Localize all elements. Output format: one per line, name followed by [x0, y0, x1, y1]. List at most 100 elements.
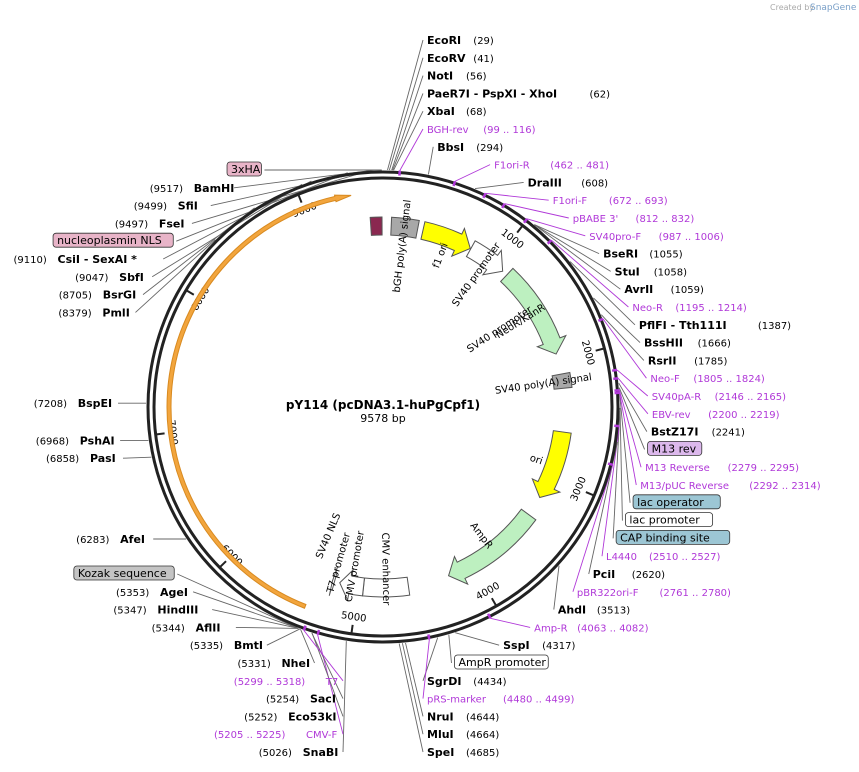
site-noti[interactable]: NotI: [427, 70, 453, 83]
primer-position-pbabe-3: (812 .. 832): [636, 214, 695, 225]
site-paer7i-pspxi-xhoi[interactable]: PaeR7I - PspXI - XhoI: [427, 87, 557, 100]
site-pmli[interactable]: PmlI: [102, 306, 129, 319]
primer-t7[interactable]: T7: [325, 677, 338, 688]
site-position-nhei: (5331): [237, 659, 270, 670]
site-afei[interactable]: AfeI: [120, 533, 145, 546]
site-sgrdi[interactable]: SgrDI: [427, 675, 461, 688]
primer-site-mark: [598, 319, 603, 321]
leader-line: [123, 457, 151, 458]
site-position-bmti: (5335): [190, 641, 223, 652]
primer-f1ori-f[interactable]: F1ori-F: [553, 196, 588, 207]
site-position-xbai: (68): [466, 107, 487, 118]
tick-mark: [156, 433, 165, 434]
site-position-bbsi: (294): [476, 143, 503, 154]
site-bstz17i[interactable]: BstZ17I: [651, 426, 699, 439]
site-bseri[interactable]: BseRI: [603, 248, 638, 261]
site-position-avrii: (1059): [671, 285, 704, 296]
primer-m13-puc-reverse[interactable]: M13/pUC Reverse: [640, 481, 729, 492]
site-aflii[interactable]: AflII: [196, 621, 221, 634]
site-pasi[interactable]: PasI: [90, 452, 116, 465]
site-sspi[interactable]: SspI: [503, 639, 529, 652]
tick-mark: [517, 226, 522, 233]
leader-line: [343, 641, 346, 752]
site-pshai[interactable]: PshAI: [80, 434, 115, 447]
site-position-sfii: (9499): [134, 202, 167, 213]
site-position-aflii: (5344): [152, 623, 185, 634]
primer-bgh-rev[interactable]: BGH-rev: [427, 125, 469, 136]
feature-ampr[interactable]: [449, 509, 536, 584]
site-position-pasi: (6858): [46, 454, 79, 465]
site-pflfi-tth111i[interactable]: PflFI - Tth111I: [639, 319, 727, 332]
primer-site-mark: [428, 635, 429, 640]
primer-position-sv40pro-f: (987 .. 1006): [659, 232, 724, 243]
site-bamhi[interactable]: BamHI: [194, 182, 235, 195]
site-position-draiii: (608): [581, 178, 608, 189]
leader-line: [312, 633, 343, 699]
site-xbai[interactable]: XbaI: [427, 105, 455, 118]
site-sbfi[interactable]: SbfI: [119, 271, 144, 284]
primer-prs-marker[interactable]: pRS-marker: [427, 695, 487, 706]
primer-f1ori-r[interactable]: F1ori-R: [494, 161, 530, 172]
site-position-bseri: (1055): [649, 250, 682, 261]
site-position-hindiii: (5347): [113, 606, 146, 617]
site-rsrii[interactable]: RsrII: [648, 354, 677, 367]
site-snabi[interactable]: SnaBI: [303, 746, 339, 759]
site-eco53ki[interactable]: Eco53kI: [288, 710, 336, 723]
site-bsrgi[interactable]: BsrGI: [103, 289, 136, 302]
site-bbsi[interactable]: BbsI: [437, 141, 464, 154]
primer-cmv-f[interactable]: CMV-F: [306, 730, 337, 741]
primer-sv40pa-r[interactable]: SV40pA-R: [652, 392, 701, 403]
site-ecori[interactable]: EcoRI: [427, 34, 461, 47]
leader-line: [212, 610, 298, 629]
primer-pbabe-3[interactable]: pBABE 3': [573, 214, 619, 225]
feature-box-label-kozak-sequence: Kozak sequence: [78, 567, 167, 580]
site-pcii[interactable]: PciI: [593, 568, 615, 581]
leader-line: [236, 627, 299, 628]
site-ahdi[interactable]: AhdI: [558, 604, 586, 617]
site-nrui[interactable]: NruI: [427, 710, 454, 723]
site-position-bsshii: (1666): [698, 339, 731, 350]
site-position-eco53ki: (5252): [244, 712, 277, 723]
primer-neo-r[interactable]: Neo-R: [632, 303, 663, 314]
site-ecorv[interactable]: EcoRV: [427, 52, 466, 65]
primer-position-m13-reverse: (2279 .. 2295): [728, 463, 800, 474]
site-position-afei: (6283): [76, 535, 109, 546]
site-saci[interactable]: SacI: [310, 693, 336, 706]
site-bmti[interactable]: BmtI: [234, 639, 263, 652]
site-draiii[interactable]: DraIII: [528, 176, 562, 189]
site-position-bstz17i: (2241): [712, 428, 745, 439]
primer-neo-f[interactable]: Neo-F: [650, 374, 680, 385]
site-stui[interactable]: StuI: [615, 265, 640, 278]
tick-mark: [220, 561, 226, 567]
site-nhei[interactable]: NheI: [281, 657, 310, 670]
feature-label-sv40-poly-a-signal: SV40 poly(A) signal: [494, 372, 592, 397]
site-position-saci: (5254): [266, 695, 299, 706]
site-mlui[interactable]: MluI: [427, 728, 454, 741]
site-position-noti: (56): [466, 72, 487, 83]
site-agei[interactable]: AgeI: [160, 586, 188, 599]
site-sfii[interactable]: SfiI: [178, 200, 198, 213]
primer-ebv-rev[interactable]: EBV-rev: [652, 410, 691, 421]
leader-line: [388, 40, 423, 170]
primer-sv40pro-f[interactable]: SV40pro-F: [589, 232, 641, 243]
site-position-sbfi: (9047): [75, 273, 108, 284]
primer-m13-reverse[interactable]: M13 Reverse: [645, 463, 710, 474]
primer-amp-r[interactable]: Amp-R: [534, 623, 568, 634]
tick-mark: [351, 625, 352, 634]
site-avrii[interactable]: AvrII: [624, 283, 653, 296]
site-bsshii[interactable]: BssHII: [644, 337, 683, 350]
site-spei[interactable]: SpeI: [427, 746, 454, 759]
tick-mark: [186, 290, 194, 295]
leader-line: [619, 388, 644, 450]
snapgene-brand: SnapGene: [810, 3, 857, 13]
site-fsei[interactable]: FseI: [159, 217, 185, 230]
site-position-ecori: (29): [473, 36, 494, 47]
feature-box-label-ampr-promoter: AmpR promoter: [458, 656, 546, 669]
primer-l4440[interactable]: L4440: [606, 552, 637, 563]
primer-pbr322ori-f[interactable]: pBR322ori-F: [577, 588, 639, 599]
site-csii-sexai[interactable]: CsiI - SexAI *: [58, 253, 138, 266]
site-bspei[interactable]: BspEI: [78, 397, 112, 410]
feature-3xha[interactable]: [370, 217, 382, 235]
site-hindiii[interactable]: HindIII: [157, 604, 198, 617]
